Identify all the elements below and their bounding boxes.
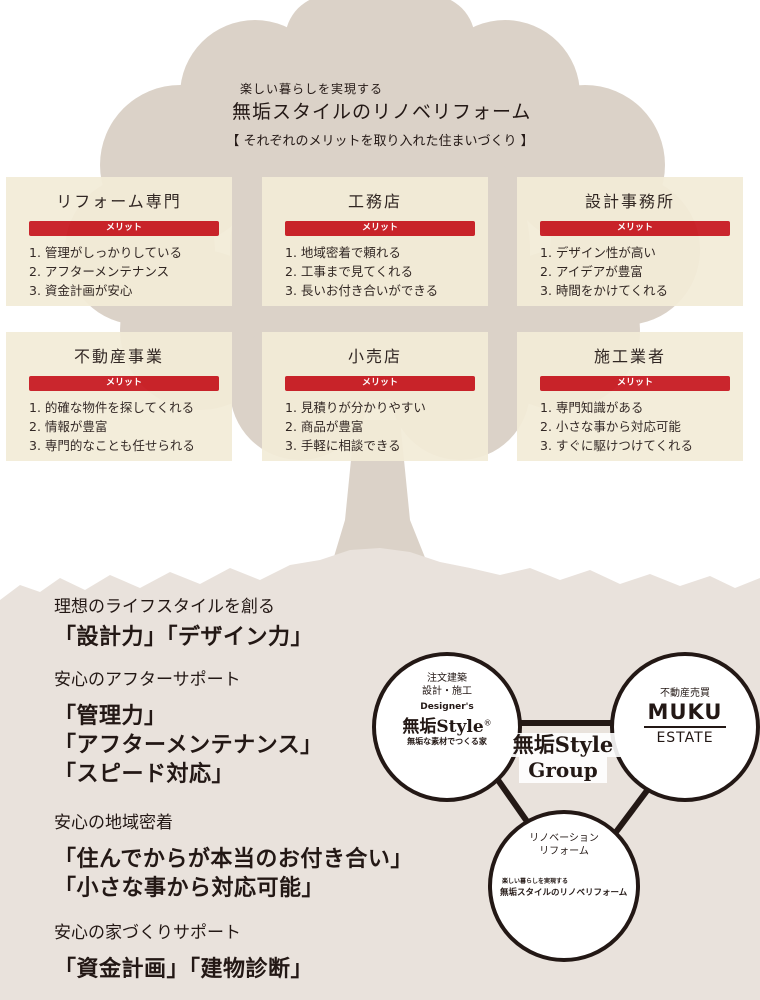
list-item: 2. 工事まで見てくれる xyxy=(285,264,414,279)
card-title: 小売店 xyxy=(347,347,402,366)
card-builder: 工務店 メリット 1. 地域密着で頼れる 2. 工事まで見てくれる 3. 長いお… xyxy=(262,177,488,306)
point-headline: 「アフターメンテナンス」 xyxy=(54,733,323,758)
tagline: 楽しい暮らしを実現する xyxy=(240,82,384,96)
card-retail: 小売店 メリット 1. 見積りが分かりやすい 2. 商品が豊富 3. 手軽に相談… xyxy=(262,332,488,461)
merit-badge: メリット xyxy=(29,376,219,391)
muku-estate-circle: 不動産売買 MUKU ESTATE xyxy=(610,652,760,802)
list-item: 2. 小さな事から対応可能 xyxy=(540,419,681,434)
list-item: 3. 長いお付き合いができる xyxy=(285,283,439,298)
page-subtitle: 【 それぞれのメリットを取り入れた住まいづくり 】 xyxy=(226,134,534,149)
card-title: 不動産事業 xyxy=(73,347,164,366)
brand-logo: MUKU xyxy=(647,700,723,724)
list-item: 3. 時間をかけてくれる xyxy=(540,283,669,298)
merit-badge: メリット xyxy=(540,221,730,236)
brand-logo: 無垢スタイルのリノベリフォーム xyxy=(500,888,628,898)
list-item: 1. 専門知識がある xyxy=(540,400,644,415)
card-real-estate: 不動産事業 メリット 1. 的確な物件を探してくれる 2. 情報が豊富 3. 専… xyxy=(6,332,232,461)
point-headline: 「管理力」 xyxy=(54,704,167,729)
point-headline: 「スピード対応」 xyxy=(54,762,235,787)
group-logo-line1: 無垢Style xyxy=(488,733,638,757)
card-contractor: 施工業者 メリット 1. 専門知識がある 2. 小さな事から対応可能 3. すぐ… xyxy=(517,332,743,461)
point-headline: 「資金計画」「建物診断」 xyxy=(54,957,314,982)
page-title: 無垢スタイルのリノベリフォーム xyxy=(232,101,532,123)
merit-badge: メリット xyxy=(29,221,219,236)
brand-tagline: 楽しい暮らしを実現する xyxy=(502,878,569,885)
merit-list: 1. 地域密着で頼れる 2. 工事まで見てくれる 3. 長いお付き合いができる xyxy=(285,243,438,300)
list-item: 1. 地域密着で頼れる xyxy=(285,245,401,260)
list-item: 2. アイデアが豊富 xyxy=(540,264,643,279)
point-headline: 「小さな事から対応可能」 xyxy=(54,876,325,901)
point-headline: 「設計力」「デザイン力」 xyxy=(54,625,314,650)
list-item: 3. 手軽に相談できる xyxy=(285,438,401,453)
list-item: 3. すぐに駆けつけてくれる xyxy=(540,438,694,453)
point-title: 理想のライフスタイルを創る xyxy=(54,597,275,617)
list-item: 1. 見積りが分かりやすい xyxy=(285,400,426,415)
merit-list: 1. 管理がしっかりしている 2. アフターメンテナンス 3. 資金計画が安心 xyxy=(29,243,182,300)
circle-label: 不動産売買 xyxy=(660,688,710,699)
circle-label: 設計・施工 xyxy=(422,686,472,697)
point-title: 安心の家づくりサポート xyxy=(54,923,241,943)
point-design: 理想のライフスタイルを創る 「設計力」「デザイン力」 xyxy=(54,592,313,652)
point-headline: 「住んでからが本当のお付き合い」 xyxy=(54,847,413,872)
list-item: 1. 管理がしっかりしている xyxy=(29,245,183,260)
list-item: 2. アフターメンテナンス xyxy=(29,264,170,279)
card-title: 設計事務所 xyxy=(584,192,675,211)
merit-badge: メリット xyxy=(285,221,475,236)
card-title: リフォーム専門 xyxy=(56,192,182,211)
list-item: 3. 専門的なことも任せられる xyxy=(29,438,195,453)
point-house-support: 安心の家づくりサポート 「資金計画」「建物診断」 xyxy=(54,918,313,984)
circle-label: 注文建築 xyxy=(427,673,467,684)
list-item: 1. 的確な物件を探してくれる xyxy=(29,400,195,415)
brand-logo: ESTATE xyxy=(656,730,714,746)
merit-badge: メリット xyxy=(285,376,475,391)
point-title: 安心の地域密着 xyxy=(54,813,173,833)
group-logo: 無垢Style Group xyxy=(488,733,638,783)
point-after-support: 安心のアフターサポート 「管理力」 「アフターメンテナンス」 「スピード対応」 xyxy=(54,665,323,789)
card-title: 施工業者 xyxy=(593,347,666,366)
list-item: 2. 情報が豊富 xyxy=(29,419,108,434)
merit-list: 1. 的確な物件を探してくれる 2. 情報が豊富 3. 専門的なことも任せられる xyxy=(29,398,195,455)
merit-badge: メリット xyxy=(540,376,730,391)
list-item: 1. デザイン性が高い xyxy=(540,245,656,260)
circle-label: リノベーション xyxy=(529,833,599,844)
card-title: 工務店 xyxy=(347,192,402,211)
point-title: 安心のアフターサポート xyxy=(54,670,241,690)
designers-muku-style-circle: 注文建築 設計・施工 Designer's 無垢Style® 無垢な素材でつくる… xyxy=(372,652,522,802)
list-item: 3. 資金計画が安心 xyxy=(29,283,133,298)
list-item: 2. 商品が豊富 xyxy=(285,419,364,434)
brand-small: Designer's xyxy=(420,702,474,712)
brand-subtitle: 無垢な素材でつくる家 xyxy=(407,736,487,746)
renovation-reform-circle: リノベーション リフォーム 楽しい暮らしを実現する 無垢スタイルのリノベリフォー… xyxy=(488,810,640,962)
registered-mark: ® xyxy=(483,718,492,728)
card-reform: リフォーム専門 メリット 1. 管理がしっかりしている 2. アフターメンテナン… xyxy=(6,177,232,306)
brand-logo: 無垢Style xyxy=(402,717,484,737)
merit-list: 1. 見積りが分かりやすい 2. 商品が豊富 3. 手軽に相談できる xyxy=(285,398,426,455)
group-logo-line2: Group xyxy=(519,757,607,783)
merit-list: 1. 専門知識がある 2. 小さな事から対応可能 3. すぐに駆けつけてくれる xyxy=(540,398,693,455)
divider xyxy=(644,726,726,728)
point-local: 安心の地域密着 「住んでからが本当のお付き合い」 「小さな事から対応可能」 xyxy=(54,808,413,903)
card-design-office: 設計事務所 メリット 1. デザイン性が高い 2. アイデアが豊富 3. 時間を… xyxy=(517,177,743,306)
merit-list: 1. デザイン性が高い 2. アイデアが豊富 3. 時間をかけてくれる xyxy=(540,243,668,300)
circle-label: リフォーム xyxy=(539,846,589,857)
